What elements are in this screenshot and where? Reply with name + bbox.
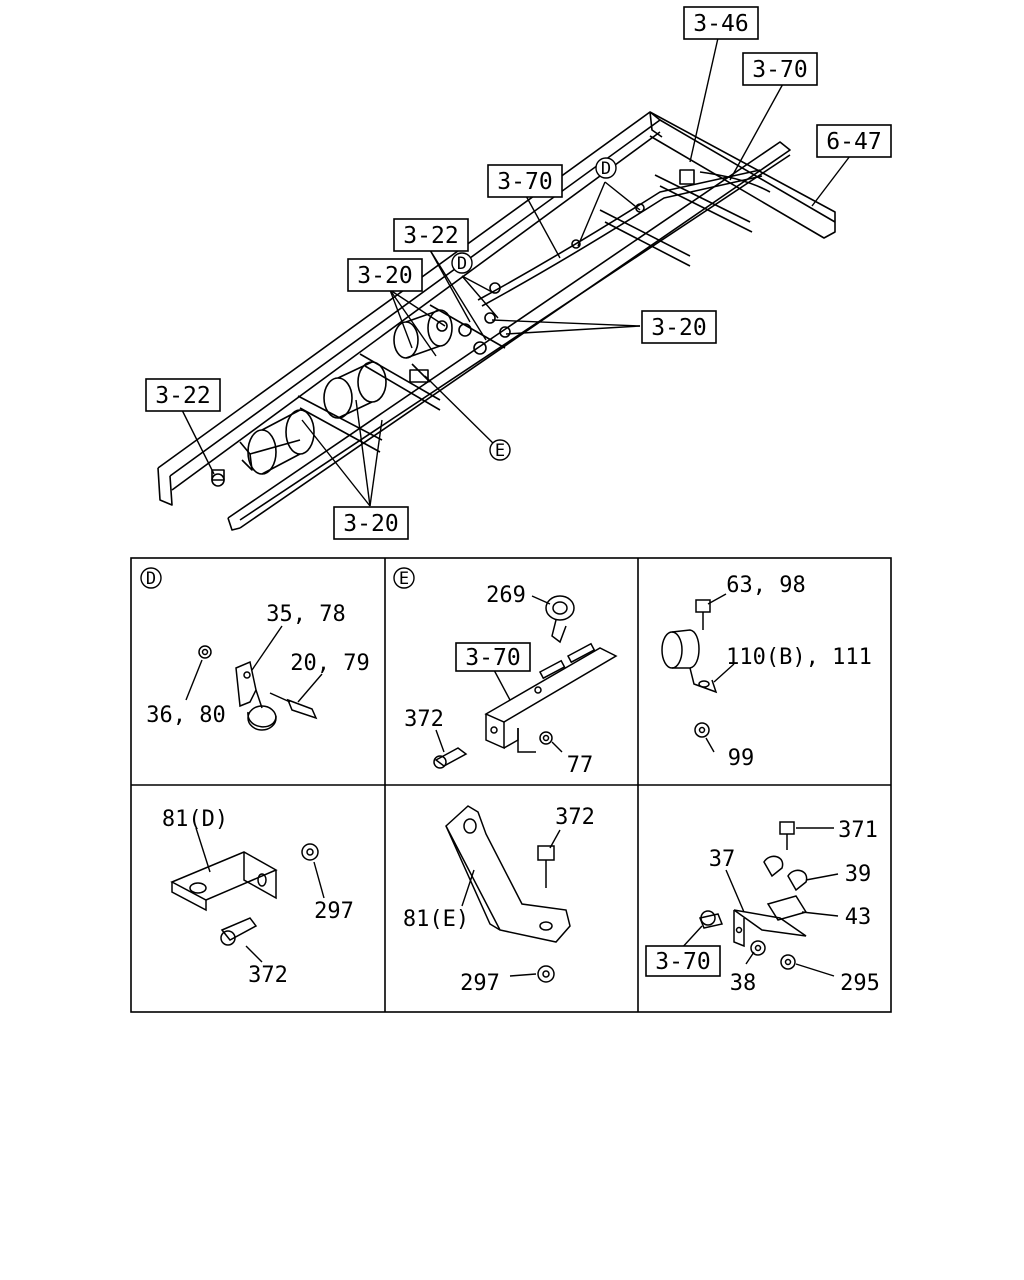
panel-bracket-e: 372 81(E) 297 — [403, 805, 595, 996]
part-label: 77 — [567, 753, 594, 778]
part-label: 63, 98 — [726, 573, 805, 598]
callout-label: 3-46 — [693, 11, 748, 37]
part-label: 81(E) — [403, 907, 469, 932]
callout-3-70-top: 3-70 — [742, 52, 818, 86]
circle-mark-letter: D — [601, 159, 611, 179]
callout-label: 3-22 — [155, 383, 210, 409]
panel-e-marker-circle — [393, 567, 415, 589]
panel-e-leaders — [435, 595, 563, 753]
callout-label: 3-70 — [752, 57, 807, 83]
circle-mark-d-upper: D — [595, 157, 617, 179]
callout-label: 3-20 — [651, 315, 706, 341]
part-label: 39 — [845, 862, 872, 887]
part-label: 20, 79 — [290, 651, 369, 676]
panel-d-marker-circle — [140, 567, 162, 589]
detail-grid — [130, 557, 892, 1013]
callout-label: 3-20 — [357, 263, 412, 289]
part-label: 38 — [730, 971, 757, 996]
callout-3-20-bottom: 3-20 — [333, 506, 409, 540]
clip-assembly-drawing — [698, 821, 808, 970]
clamp-bracket-drawing — [198, 645, 318, 731]
part-label: 372 — [555, 805, 595, 830]
part-label: 81(D) — [162, 807, 228, 832]
chassis-frame-drawing — [157, 111, 836, 531]
panel-e-ref: 3-70 — [465, 645, 520, 671]
part-label: 37 — [709, 847, 736, 872]
callout-3-20-right: 3-20 — [641, 310, 717, 344]
part-label: 36, 80 — [146, 703, 225, 728]
panel-d-leaders — [185, 625, 323, 703]
callout-3-20-upper: 3-20 — [347, 258, 423, 292]
circle-mark-letter: D — [457, 254, 467, 274]
bracket-d-drawing — [170, 843, 319, 946]
part-label: 269 — [486, 583, 526, 608]
part-label: 297 — [460, 971, 500, 996]
part-label: 110(B), 111 — [726, 645, 872, 670]
panel-e: E 3-70 269 372 77 — [393, 567, 618, 778]
overview-leader-lines — [181, 37, 851, 507]
panel-clip-leaders — [679, 827, 839, 977]
callout-6-47: 6-47 — [816, 124, 892, 158]
callout-3-46: 3-46 — [683, 6, 759, 40]
part-label: 295 — [840, 971, 880, 996]
bracket-e2-drawing — [445, 805, 571, 983]
panel-clip-ref-box — [645, 945, 721, 977]
panel-clamp: 63, 98 110(B), 111 99 — [661, 573, 872, 771]
callout-3-22-upper: 3-22 — [393, 218, 469, 252]
panel-d: D 35, 78 20, 79 36, 80 — [140, 567, 370, 731]
part-label: 99 — [728, 746, 755, 771]
bracket-e-drawing — [433, 595, 618, 769]
part-label: 371 — [838, 818, 878, 843]
callout-label: 3-22 — [403, 223, 458, 249]
panel-e-ref-box — [455, 642, 531, 672]
circle-mark-e: E — [489, 439, 511, 461]
part-label: 297 — [314, 899, 354, 924]
callout-label: 6-47 — [826, 129, 881, 155]
clamp-drawing — [661, 599, 718, 738]
panel-bracket-d-leaders — [195, 827, 325, 963]
callout-3-22-left: 3-22 — [145, 378, 221, 412]
circle-mark-d-lower: D — [451, 252, 473, 274]
panel-bracket-e-leaders — [461, 829, 561, 977]
part-label: 372 — [248, 963, 288, 988]
panel-d-marker: D — [146, 569, 156, 589]
overview-callouts: 3-46 3-70 6-47 3-70 3-22 3-20 3-20 3-22 — [145, 6, 892, 540]
callout-label: 3-70 — [497, 169, 552, 195]
panel-e-marker: E — [399, 569, 409, 589]
part-label: 372 — [404, 707, 444, 732]
panel-clip-ref: 3-70 — [655, 949, 710, 975]
callout-3-70-mid: 3-70 — [487, 164, 563, 198]
part-label: 35, 78 — [266, 602, 345, 627]
callout-label: 3-20 — [343, 511, 398, 537]
panel-bracket-d: 81(D) 297 372 — [162, 807, 354, 988]
overview-circle-marks: D D E — [451, 157, 617, 461]
panel-clamp-leaders — [705, 593, 735, 753]
circle-mark-letter: E — [495, 441, 505, 461]
panel-clip-assembly: 371 37 39 43 38 295 3-70 — [645, 818, 880, 996]
part-label: 43 — [845, 905, 872, 930]
